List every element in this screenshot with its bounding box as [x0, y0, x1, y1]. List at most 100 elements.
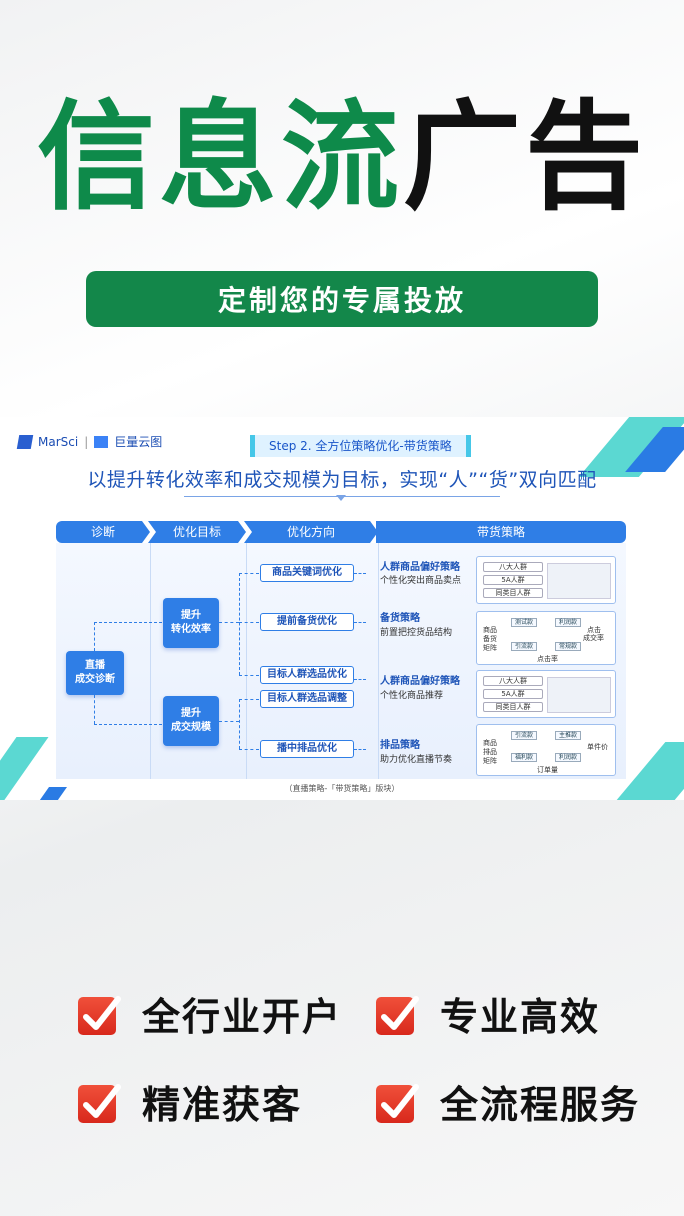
- node-line: 转化效率: [171, 624, 211, 635]
- ranking-matrix-card: 商品 排品 矩阵 引流款 主推款 福利款 利润款 单件价 订单量: [476, 724, 616, 776]
- column-divider: [150, 543, 151, 779]
- matrix-side-label: 矩阵: [483, 757, 497, 765]
- strategy-title: 排品策略: [380, 740, 420, 751]
- feature-label: 全行业开户: [142, 995, 343, 1039]
- connector: [239, 675, 259, 676]
- feature-item: 全行业开户: [78, 986, 342, 1041]
- slide-heading: 以提升转化效率和成交规模为目标，实现“人”“货”双向匹配: [87, 469, 597, 491]
- matrix-axis-label: 订单量: [537, 766, 558, 774]
- logo-row: MarSci | 巨量云图: [16, 433, 163, 450]
- screenshot-thumbnail: [547, 563, 611, 599]
- connector: [239, 749, 259, 750]
- connector: [239, 699, 259, 700]
- connector: [219, 721, 239, 722]
- logo-marsci: MarSci: [38, 434, 79, 449]
- audience-pill: 八大人群: [483, 562, 543, 572]
- connector: [219, 622, 239, 623]
- connector: [354, 679, 366, 680]
- logo-divider: |: [84, 434, 89, 449]
- check-icon: [376, 1081, 419, 1123]
- hero-title-green: 信息流: [36, 88, 403, 226]
- stock-matrix-card: 商品 备货 矩阵 测试款 利润款 引流款 常规款 点击 成交率 点击率: [476, 611, 616, 665]
- connector: [239, 699, 240, 749]
- matrix-side-label: 商品: [483, 626, 497, 634]
- connector: [94, 724, 162, 725]
- column-divider: [378, 543, 379, 779]
- direction-node: 提前备货优化: [260, 613, 354, 631]
- subtitle-text: 定制您的专属投放: [217, 284, 466, 317]
- audience-pill: 5A人群: [483, 689, 543, 699]
- matrix-axis-label: 点击率: [537, 655, 558, 663]
- matrix-box: 测试款: [511, 618, 537, 627]
- connector: [354, 573, 366, 574]
- strategy-title: 人群商品偏好策略: [380, 676, 460, 687]
- slide-footnote: （直播策略-「带货策略」版块）: [284, 784, 400, 793]
- node-line: 提升: [181, 708, 201, 719]
- hero-title-black: 广告: [403, 88, 648, 226]
- matrix-side-label: 商品: [483, 739, 497, 747]
- feature-item: 精准获客: [78, 1074, 302, 1129]
- matrix-box: 引流款: [511, 731, 537, 740]
- column-header: 诊断: [56, 521, 150, 543]
- step-tag: Step 2. 全方位策略优化-带货策略: [250, 435, 471, 457]
- matrix-box: 利润款: [555, 618, 581, 627]
- feature-item: 专业高效: [376, 986, 600, 1041]
- matrix-box: 福利款: [511, 753, 537, 762]
- matrix-side-label: 排品: [483, 748, 497, 756]
- subtitle-banner: 定制您的专属投放: [86, 271, 598, 327]
- audience-pill: 5A人群: [483, 575, 543, 585]
- node-line: 成交诊断: [75, 674, 115, 685]
- direction-node: 播中排品优化: [260, 740, 354, 758]
- strategy-title: 备货策略: [380, 613, 420, 624]
- column-header: 优化方向: [244, 521, 378, 543]
- strategy-desc: 个性化突出商品卖点: [380, 576, 462, 586]
- strategy-desc: 个性化商品推荐: [380, 691, 444, 701]
- direction-node: 目标人群选品调整: [260, 690, 354, 708]
- feature-label: 专业高效: [440, 995, 601, 1039]
- connector: [94, 622, 95, 651]
- matrix-box: 利润款: [555, 753, 581, 762]
- audience-pill: 同类目人群: [483, 588, 543, 598]
- connector: [239, 573, 240, 675]
- audience-pill: 八大人群: [483, 676, 543, 686]
- strategy-slide: MarSci | 巨量云图 Step 2. 全方位策略优化-带货策略 以提升转化…: [0, 417, 684, 800]
- direction-node: 商品关键词优化: [260, 564, 354, 582]
- hero-title: 信息流广告: [0, 92, 684, 222]
- connector: [354, 749, 366, 750]
- matrix-axis-label: 单件价: [587, 743, 608, 751]
- connector: [94, 622, 162, 623]
- strategy-title: 人群商品偏好策略: [380, 562, 460, 573]
- direction-node: 目标人群选品优化: [260, 666, 354, 684]
- connector: [94, 695, 95, 724]
- column-header: 优化目标: [148, 521, 246, 543]
- screenshot-thumbnail: [547, 677, 611, 713]
- node-line: 提升: [181, 610, 201, 621]
- goal-node: 提升 转化效率: [163, 598, 219, 648]
- feature-label: 全流程服务: [440, 1083, 641, 1127]
- node-line: 成交规模: [171, 722, 211, 733]
- connector: [354, 622, 366, 623]
- audience-card: 八大人群 5A人群 同类目人群: [476, 556, 616, 604]
- feature-label: 精准获客: [142, 1083, 303, 1127]
- marsci-logo-icon: [16, 434, 34, 449]
- matrix-box: 引流款: [511, 642, 537, 651]
- audience-card: 八大人群 5A人群 同类目人群: [476, 670, 616, 718]
- check-icon: [78, 993, 121, 1035]
- matrix-axis-label: 点击: [587, 626, 601, 634]
- matrix-box: 主推款: [555, 731, 581, 740]
- matrix-axis-label: 成交率: [583, 634, 604, 642]
- heading-arrow: [336, 495, 346, 501]
- juliang-logo-icon: [94, 435, 109, 448]
- matrix-box: 常规款: [555, 642, 581, 651]
- strategy-desc: 助力优化直播节奏: [380, 755, 453, 765]
- matrix-side-label: 矩阵: [483, 644, 497, 652]
- logo-juliang: 巨量云图: [114, 435, 163, 449]
- connector: [239, 573, 259, 574]
- goal-node: 提升 成交规模: [163, 696, 219, 746]
- diagnosis-node: 直播 成交诊断: [66, 651, 124, 695]
- connector: [239, 622, 259, 623]
- check-icon: [78, 1081, 121, 1123]
- check-icon: [376, 993, 419, 1035]
- audience-pill: 同类目人群: [483, 702, 543, 712]
- feature-item: 全流程服务: [376, 1074, 640, 1129]
